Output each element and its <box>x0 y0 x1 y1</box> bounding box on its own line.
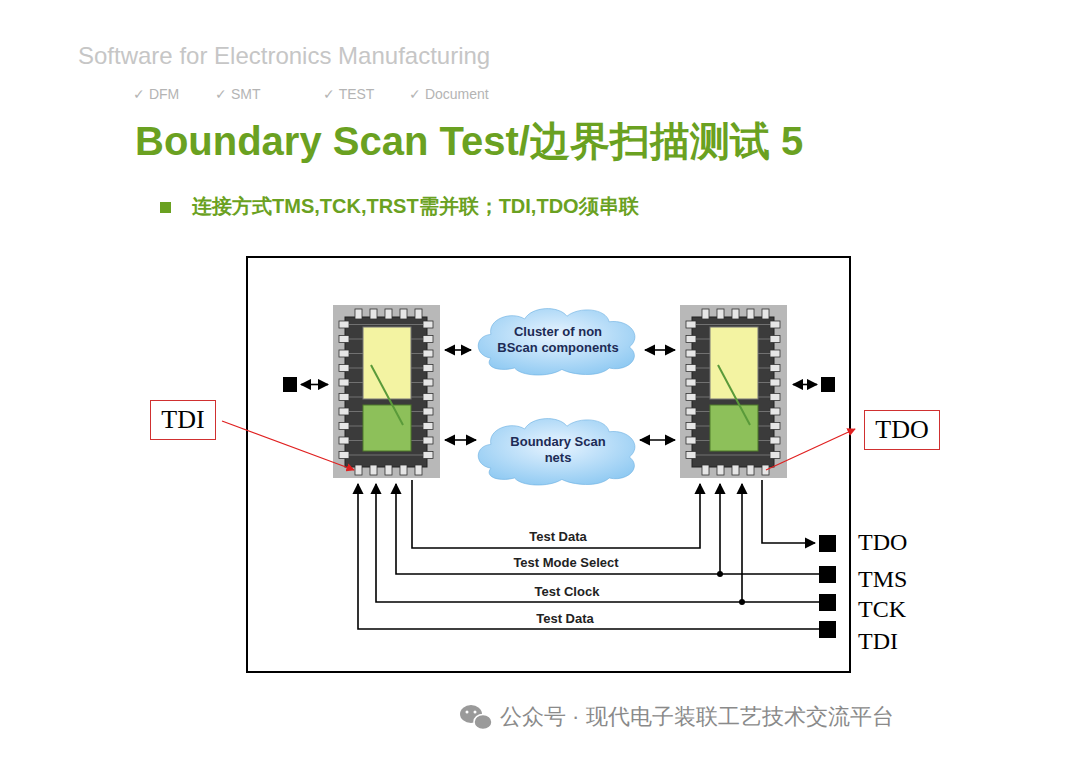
category-tag: ✓ Document <box>409 86 489 102</box>
leader-line <box>766 429 855 470</box>
signal-name: TDO <box>858 529 907 557</box>
junction-dot <box>739 599 745 605</box>
header-text: Software for Electronics Manufacturing <box>78 42 490 70</box>
category-tag: ✓ TEST <box>323 86 374 102</box>
boundary-scan-chip <box>333 305 440 478</box>
callout-label: TDI <box>161 405 204 435</box>
bidirectional-arrow <box>640 439 675 441</box>
bidirectional-arrow <box>445 439 476 441</box>
terminal <box>819 566 836 583</box>
cloud-label: Cluster of non BScan components <box>496 324 621 355</box>
signal-name: TCK <box>858 596 906 624</box>
terminal <box>819 621 836 638</box>
bullet-text: 连接方式TMS,TCK,TRST需并联；TDI,TDO须串联 <box>192 195 639 218</box>
bus-terminals <box>819 535 836 638</box>
tck-branch <box>741 484 743 602</box>
terminal <box>819 535 836 552</box>
terminal <box>819 594 836 611</box>
tck-wire <box>376 484 819 602</box>
tdi-wire <box>358 484 819 629</box>
callout-box: TDO <box>864 410 939 450</box>
bidirectional-arrow <box>645 349 675 351</box>
category-tag: ✓ DFM <box>133 86 179 102</box>
tms-wire <box>396 484 819 574</box>
test-data-wire <box>412 480 700 548</box>
tms-branch <box>719 484 721 574</box>
chip-group <box>333 305 787 478</box>
diagram-frame <box>247 257 850 672</box>
junction-dot <box>717 571 723 577</box>
wire-label: Test Mode Select <box>510 556 621 571</box>
signal-name: TDI <box>858 628 898 656</box>
wire-label: Test Data <box>533 612 597 627</box>
wechat-icon <box>460 705 492 730</box>
bullet-square <box>160 202 171 213</box>
boundary-scan-chip <box>680 305 787 478</box>
test-bus-wires <box>358 480 819 629</box>
slide-title: Boundary Scan Test/边界扫描测试 5 <box>135 118 803 164</box>
signal-name: TMS <box>858 566 907 594</box>
bidirectional-arrow <box>445 349 471 351</box>
cloud-shape: Cluster of non BScan components <box>474 305 643 375</box>
cloud-shape: Boundary Scan nets <box>474 415 643 485</box>
wire-label: Test Clock <box>532 585 603 600</box>
bidirectional-arrow <box>793 384 817 386</box>
tdo-wire <box>762 480 815 543</box>
watermark: 公众号 · 现代电子装联工艺技术交流平台 <box>500 704 894 729</box>
cloud-label: Boundary Scan nets <box>496 434 621 465</box>
terminal <box>821 377 835 392</box>
leader-line <box>222 421 354 470</box>
wire-label: Test Data <box>526 530 590 545</box>
callout-box: TDI <box>150 400 215 440</box>
category-tag: ✓ SMT <box>215 86 260 102</box>
bidirectional-arrow <box>301 384 328 386</box>
terminal <box>283 377 297 392</box>
callout-label: TDO <box>875 415 928 445</box>
